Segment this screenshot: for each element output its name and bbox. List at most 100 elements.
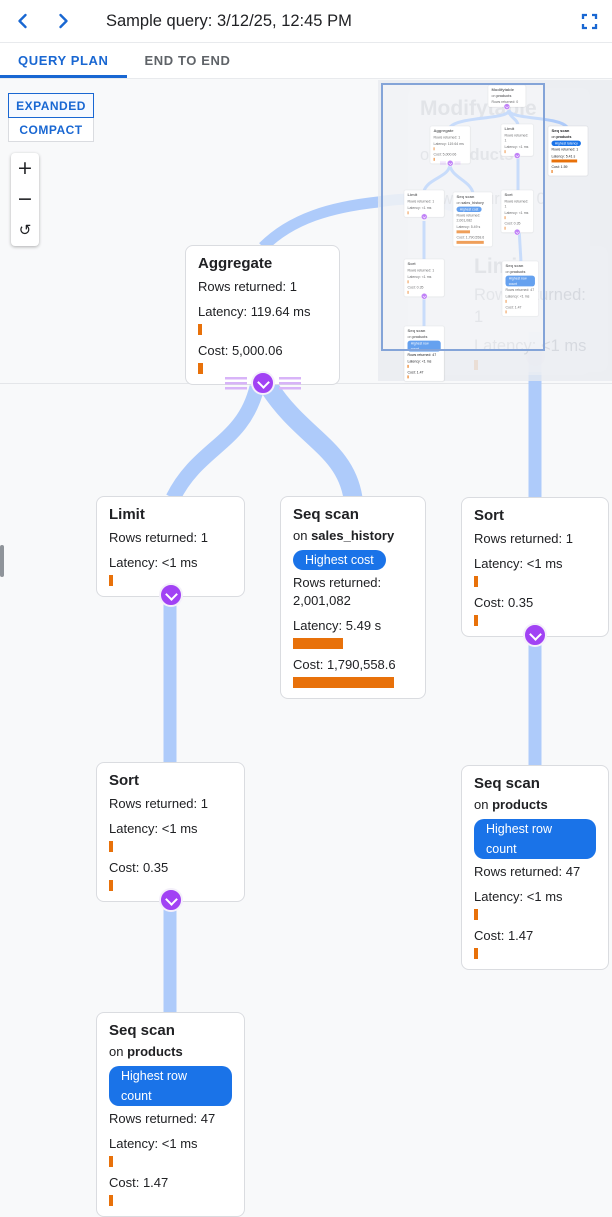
latency-metric: Latency: <1 ms — [109, 820, 232, 852]
cost-value: Cost: 0.35 — [109, 860, 169, 875]
cost-metric: Cost: 5,000.06 — [198, 342, 327, 374]
compact-button[interactable]: COMPACT — [8, 117, 94, 142]
expanded-button[interactable]: EXPANDED — [8, 93, 94, 118]
left-scrollbar-thumb[interactable] — [0, 545, 4, 577]
latency-metric: Latency: <1 ms — [407, 359, 441, 368]
cost-value: Cost: 1.47 — [109, 1175, 169, 1190]
latency-metric: Latency: <1 ms — [109, 1135, 232, 1167]
tab-bar: QUERY PLAN END TO END — [0, 43, 612, 79]
cost-value: Cost: 1.47 — [407, 370, 424, 375]
rows-returned-value: Rows returned: 1 — [474, 531, 573, 546]
node-table-label: on products — [474, 797, 548, 812]
badge-highest-row-count: Highest row count — [109, 1066, 232, 1106]
node-title: Aggregate — [198, 255, 273, 272]
latency-metric: Latency: 119.64 ms — [198, 303, 327, 335]
cost-metric: Cost: 1,790,558.6 — [293, 656, 413, 688]
cost-bar — [109, 1195, 113, 1206]
rows-returned-value: Rows returned: 1 — [109, 530, 208, 545]
collapse-stripes-left — [224, 377, 247, 390]
zoom-out-button[interactable]: − — [11, 184, 39, 215]
latency-bar — [551, 159, 578, 163]
collapse-node-button[interactable] — [158, 583, 183, 607]
node-title: Seq scan — [293, 506, 359, 523]
node-title: Seq scan — [551, 128, 570, 134]
latency-value: Latency: <1 ms — [474, 889, 563, 904]
cost-metric: Cost: 0.35 — [109, 859, 232, 891]
latency-bar — [198, 324, 202, 335]
cost-value: Cost: 1.47 — [474, 928, 534, 943]
cost-value: Cost: 1,790,558.6 — [293, 657, 396, 672]
rows-returned-value: Rows returned: 47 — [474, 864, 581, 879]
chevron-right-icon — [59, 13, 68, 29]
cost-bar — [551, 170, 553, 173]
cost-value: Cost: 1.59 — [551, 164, 568, 169]
collapse-node-button[interactable] — [224, 371, 301, 395]
node-title: Seq scan — [109, 1022, 175, 1039]
cost-bar — [474, 948, 478, 959]
cost-value: Cost: 5,000.06 — [198, 343, 283, 358]
chevron-left-icon — [18, 13, 27, 29]
fullscreen-button[interactable] — [572, 4, 606, 38]
node-title: Seq scan — [474, 775, 540, 792]
cost-metric: Cost: 0.35 — [474, 594, 596, 626]
previous-sample-button[interactable] — [6, 4, 40, 38]
node-table-label: on sales_history — [293, 528, 395, 543]
latency-value: Latency: 5.49 s — [293, 618, 382, 633]
zoom-in-button[interactable]: + — [11, 153, 39, 184]
rows-returned-value: Rows returned: 1 — [551, 147, 579, 152]
cost-bar — [293, 677, 394, 688]
collapse-node-button[interactable] — [158, 888, 183, 912]
latency-bar — [109, 1156, 113, 1167]
cost-bar — [109, 880, 113, 891]
badge-highest-latency: Highest latency — [551, 140, 582, 146]
cost-metric: Cost: 1.47 — [109, 1174, 232, 1206]
latency-bar — [109, 841, 113, 852]
collapse-node-button[interactable] — [523, 623, 547, 647]
badge-highest-row-count: Highest row count — [474, 819, 596, 859]
cost-metric: Cost: 1.59 — [551, 164, 585, 173]
latency-value: Latency: <1 ms — [109, 1136, 198, 1151]
node-title: Sort — [109, 772, 139, 789]
rows-returned-value: Rows returned: 1 — [109, 796, 208, 811]
latency-bar — [474, 576, 478, 587]
rows-returned-value: Rows returned: 47 — [407, 352, 437, 357]
cost-bar — [198, 363, 203, 374]
node-title: Limit — [109, 506, 145, 523]
latency-metric: Latency: <1 ms — [474, 555, 596, 587]
rows-returned-value: Rows returned: 47 — [109, 1111, 216, 1126]
latency-value: Latency: 119.64 ms — [198, 304, 311, 319]
zoom-controls: + − ↺ — [11, 153, 39, 246]
latency-metric: Latency: <1 ms — [109, 554, 232, 586]
minimap-viewport[interactable] — [381, 83, 545, 351]
latency-metric: Latency: 5.49 s — [293, 617, 413, 649]
cost-bar — [474, 615, 478, 626]
latency-bar — [407, 364, 409, 368]
latency-metric: Latency: <1 ms — [474, 888, 596, 920]
reset-zoom-button[interactable]: ↺ — [11, 215, 39, 246]
tab-end-to-end[interactable]: END TO END — [144, 53, 231, 68]
node-table-label: on products — [109, 1044, 183, 1059]
cost-value: Cost: 0.35 — [474, 595, 534, 610]
next-sample-button[interactable] — [46, 4, 80, 38]
node-table-label: on products — [551, 134, 572, 139]
collapse-stripes-right — [278, 377, 301, 390]
latency-bar — [474, 909, 478, 920]
tab-query-plan[interactable]: QUERY PLAN — [0, 43, 127, 78]
cost-bar — [407, 375, 409, 379]
query-header: Sample query: 3/12/25, 12:45 PM — [0, 0, 612, 43]
cost-metric: Cost: 1.47 — [407, 370, 441, 379]
latency-value: Latency: <1 ms — [474, 556, 563, 571]
badge-highest-cost: Highest cost — [293, 550, 386, 570]
latency-value: Latency: 5.41 s — [551, 154, 576, 159]
node-title: Sort — [474, 507, 504, 524]
